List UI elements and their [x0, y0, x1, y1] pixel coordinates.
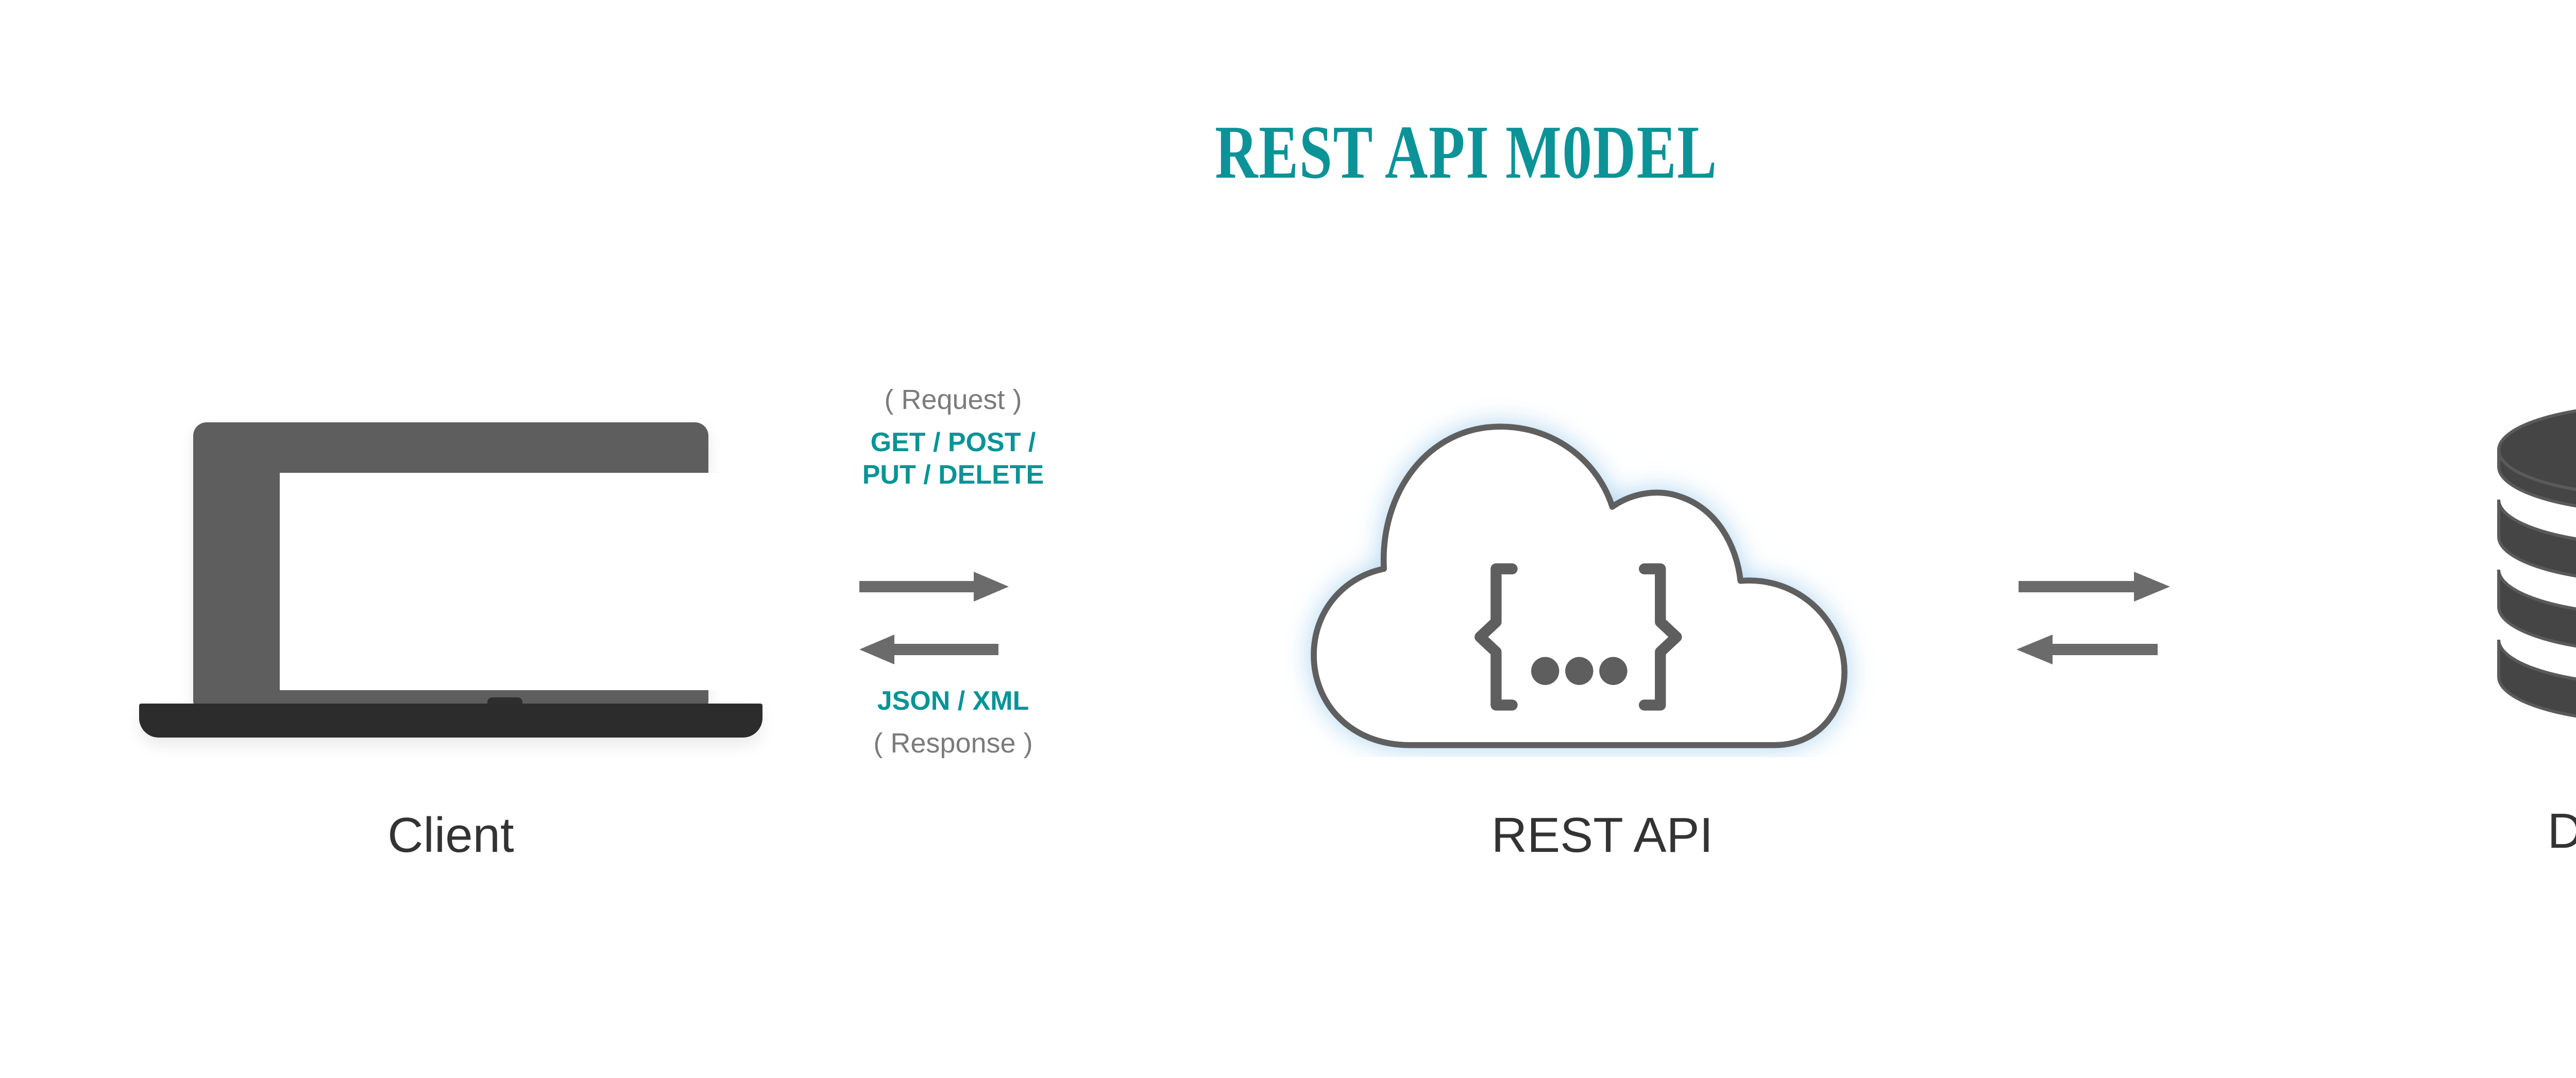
arrows-api-database-svg — [2016, 572, 2170, 664]
laptop-screen — [280, 473, 730, 690]
database-disc-2 — [2497, 499, 2576, 578]
request-methods-line-1: GET / POST / — [870, 427, 1036, 457]
edge-label-response: JSON / XML ( Response ) — [793, 685, 1113, 761]
request-caption: ( Request ) — [884, 384, 1022, 415]
laptop-lid — [193, 422, 730, 711]
node-client[interactable] — [139, 412, 762, 752]
page-title: REST API M0DEL — [1215, 110, 1718, 195]
node-label-client: Client — [387, 808, 514, 863]
arrow-left-response — [859, 635, 998, 664]
database-disc-4 — [2497, 639, 2576, 718]
arrow-right-request — [859, 572, 1009, 602]
database-icon — [2488, 397, 2576, 747]
cloud-icon — [1283, 397, 1922, 757]
ellipsis-dots-icon — [1531, 657, 1628, 685]
node-rest-api[interactable] — [1283, 397, 1922, 757]
arrow-pair-client-api — [850, 556, 1221, 680]
laptop-icon — [139, 412, 762, 752]
database-disc-3 — [2497, 569, 2576, 648]
cloud-shape — [1311, 423, 1848, 748]
arrow-left-database-to-api — [2016, 635, 2158, 664]
response-format: JSON / XML — [877, 686, 1029, 716]
database-cylinder-svg — [2497, 409, 2576, 718]
laptop-base — [139, 704, 762, 738]
arrow-pair-api-database — [2009, 556, 2370, 680]
node-label-rest-api: REST API — [1491, 808, 1714, 863]
cloud-svg — [1311, 423, 1848, 748]
code-braces-icon — [1475, 563, 1682, 711]
response-caption: ( Response ) — [873, 728, 1033, 759]
request-methods-line-2: PUT / DELETE — [862, 460, 1044, 490]
node-label-database: Database — [2547, 803, 2576, 859]
node-database[interactable] — [2488, 397, 2576, 747]
arrow-right-api-to-database — [2019, 572, 2170, 602]
database-top-cap — [2497, 409, 2576, 491]
edge-label-request: ( Request ) GET / POST / PUT / DELETE — [793, 383, 1113, 492]
arrows-client-api-svg — [859, 572, 1009, 664]
